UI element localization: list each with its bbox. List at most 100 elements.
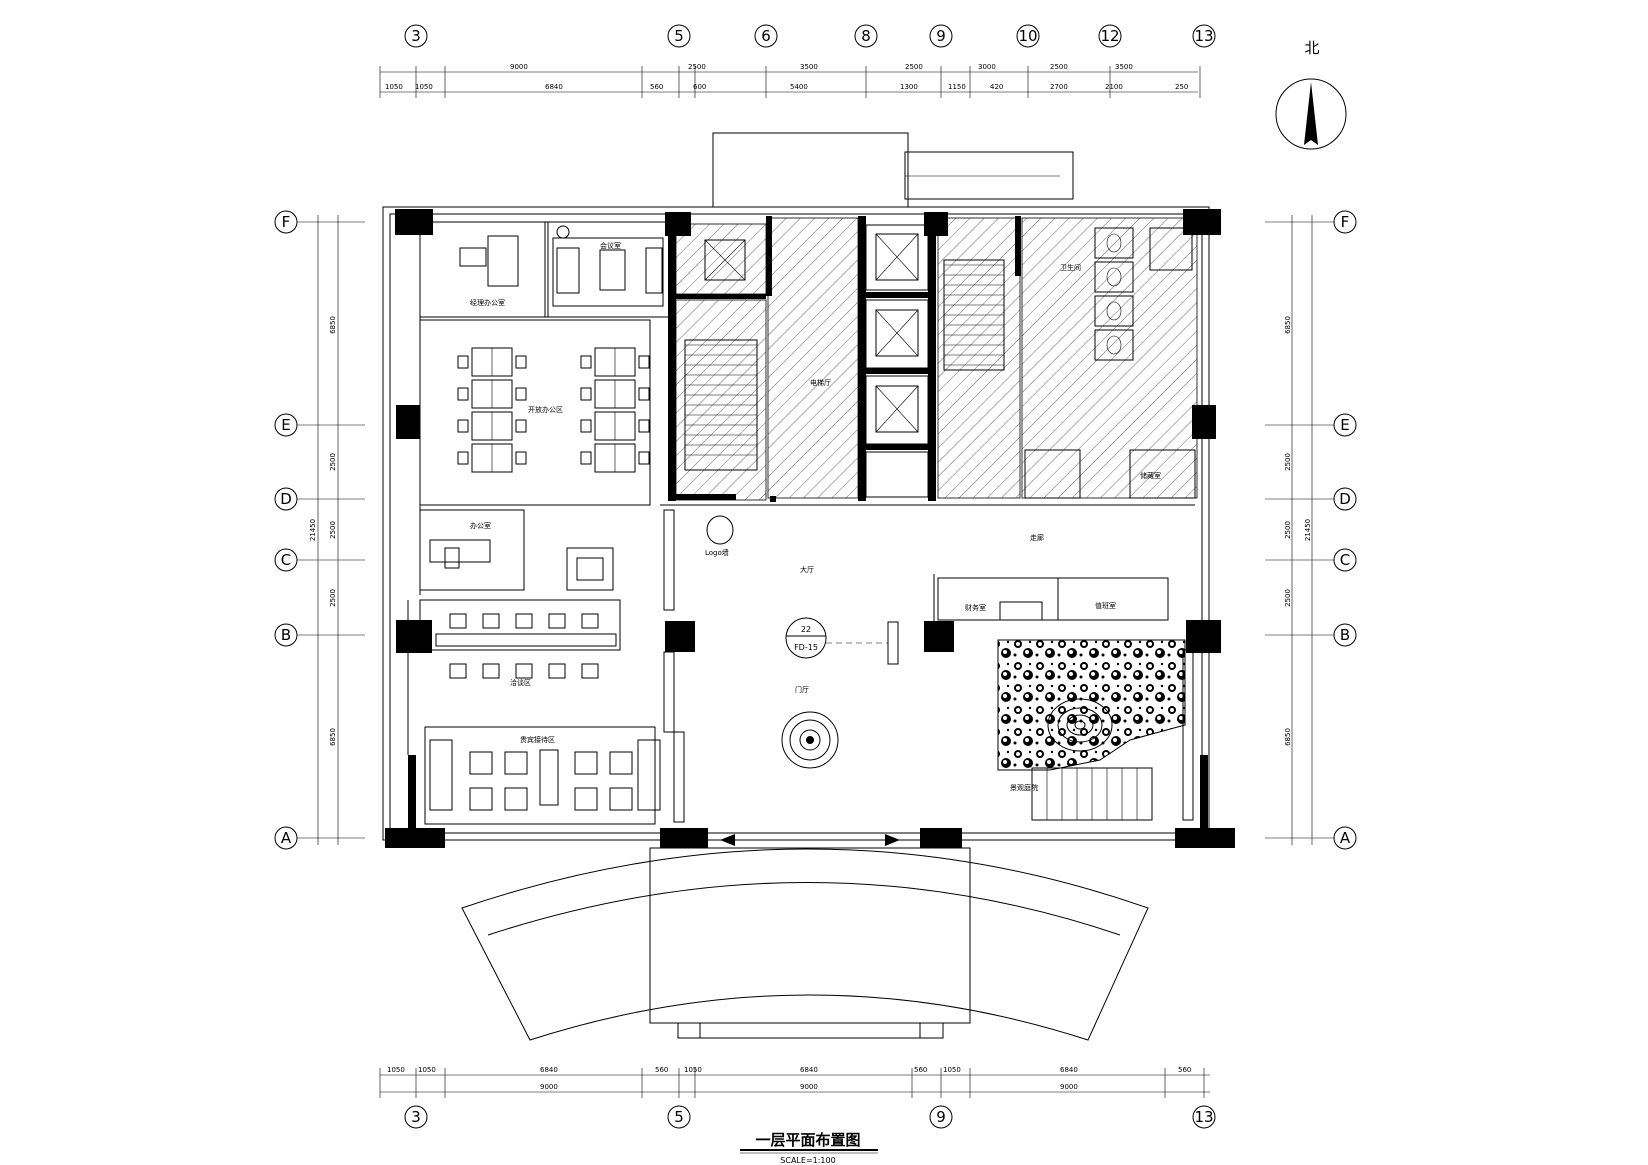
svg-text:9000: 9000 — [800, 1083, 818, 1091]
axis-marker-B: B B — [274, 623, 1357, 647]
svg-text:560: 560 — [655, 1066, 668, 1074]
svg-text:F: F — [1341, 213, 1350, 231]
svg-text:1050: 1050 — [684, 1066, 702, 1074]
svg-text:6840: 6840 — [1060, 1066, 1078, 1074]
svg-text:9000: 9000 — [540, 1083, 558, 1091]
axis-marker-8-top: 8 — [854, 24, 878, 48]
section-marker-fd15: 22 FD-15 — [785, 617, 899, 665]
room-label-hall: 大厅 — [800, 565, 814, 574]
dim-top-4: 2500 — [905, 63, 923, 71]
axis-marker-13-bottom: 13 — [1192, 1105, 1216, 1129]
svg-text:D: D — [280, 490, 292, 508]
reception-chairs — [449, 613, 599, 679]
side-dimensions: 21450 21450 6850 2500 2500 2500 6850 685… — [309, 215, 1313, 845]
lounge-chairs — [469, 751, 633, 811]
svg-text:洽谈区: 洽谈区 — [510, 678, 531, 687]
svg-text:5: 5 — [674, 27, 684, 45]
axis-marker-E: E E — [274, 413, 1357, 437]
svg-text:F: F — [282, 213, 291, 231]
north-arrow-icon: 北 — [1275, 39, 1347, 150]
room-finance — [937, 577, 1059, 621]
dim-top-i9: 420 — [990, 83, 1003, 91]
svg-text:9: 9 — [936, 27, 946, 45]
fountain-icon — [781, 711, 839, 769]
svg-text:B: B — [281, 626, 291, 644]
svg-text:6: 6 — [761, 27, 771, 45]
structural-columns — [385, 209, 1235, 848]
svg-text:1050: 1050 — [387, 1066, 405, 1074]
axis-marker-9-top: 9 — [929, 24, 953, 48]
dim-top-i1: 1050 — [385, 83, 403, 91]
svg-text:走廊: 走廊 — [1030, 533, 1044, 542]
desk-clusters — [457, 347, 650, 473]
svg-text:办公室: 办公室 — [470, 521, 491, 530]
axis-marker-9-bottom: 9 — [929, 1105, 953, 1129]
room-lounge — [424, 726, 656, 825]
svg-text:560: 560 — [1178, 1066, 1191, 1074]
dim-top-i6: 5400 — [790, 83, 808, 91]
svg-text:C: C — [1340, 551, 1350, 569]
svg-text:B: B — [1340, 626, 1350, 644]
axis-marker-5-top: 5 — [667, 24, 691, 48]
dim-top-6: 2500 — [1050, 63, 1068, 71]
svg-text:2500: 2500 — [1284, 453, 1292, 471]
svg-text:景观庭院: 景观庭院 — [1010, 783, 1038, 792]
axis-marker-5-bottom: 5 — [667, 1105, 691, 1129]
dim-top-i12: 250 — [1175, 83, 1188, 91]
svg-text:8: 8 — [861, 27, 871, 45]
top-dimensions: 9000 2500 3500 2500 3000 2500 3500 1050 … — [379, 63, 1201, 98]
axis-marker-3-bottom: 3 — [404, 1105, 428, 1129]
entrance-canopy — [461, 847, 1149, 1041]
svg-text:22: 22 — [801, 625, 811, 634]
wc-area — [1021, 217, 1198, 499]
svg-text:卫生间: 卫生间 — [1060, 263, 1081, 272]
dim-top-i3: 6840 — [545, 83, 563, 91]
svg-text:6850: 6850 — [1284, 316, 1292, 334]
room-duty — [1057, 577, 1169, 621]
side-axis-markers: F F E E D D C C B B A A — [274, 210, 1357, 850]
svg-text:2500: 2500 — [1284, 521, 1292, 539]
dim-top-i7: 1300 — [900, 83, 918, 91]
svg-text:6840: 6840 — [800, 1066, 818, 1074]
elevator-hall — [767, 217, 859, 499]
axis-marker-D: D D — [274, 487, 1357, 511]
central-core: 电梯厅 卫生间 储藏室 — [668, 216, 1198, 502]
axis-marker-10-top: 10 — [1016, 24, 1040, 48]
axis-marker-A: A A — [274, 826, 1357, 850]
svg-text:电梯厅: 电梯厅 — [810, 378, 831, 387]
svg-text:会议室: 会议室 — [600, 241, 621, 250]
svg-text:2500: 2500 — [329, 589, 337, 607]
svg-text:FD-15: FD-15 — [794, 643, 818, 652]
svg-text:C: C — [281, 551, 291, 569]
svg-text:储藏室: 储藏室 — [1140, 471, 1161, 480]
bottom-axis-markers: 3 5 9 13 — [404, 1105, 1216, 1129]
dim-top-2: 2500 — [688, 63, 706, 71]
svg-text:2500: 2500 — [329, 453, 337, 471]
service-shaft-1 — [675, 223, 767, 295]
svg-text:9: 9 — [936, 1108, 946, 1126]
svg-text:财务室: 财务室 — [965, 603, 986, 612]
svg-text:12: 12 — [1100, 27, 1119, 45]
svg-text:A: A — [1340, 829, 1351, 847]
north-label: 北 — [1304, 39, 1319, 57]
svg-text:6840: 6840 — [540, 1066, 558, 1074]
dim-top-7: 3500 — [1115, 63, 1133, 71]
drawing-title-block: 一层平面布置图 SCALE=1:100 — [740, 1131, 878, 1165]
dim-top-i2: 1050 — [415, 83, 433, 91]
svg-text:3: 3 — [411, 27, 421, 45]
svg-text:A: A — [281, 829, 292, 847]
svg-text:值班室: 值班室 — [1095, 601, 1116, 610]
svg-text:Logo墙: Logo墙 — [705, 548, 729, 557]
room-label-manager: 经理办公室 — [470, 298, 505, 307]
main-hall: 大厅 走廊 门厅 Logo墙 22 FD-15 财务室 值班室 — [445, 504, 1195, 846]
room-label-open-office: 开放办公区 — [528, 405, 563, 414]
axis-marker-C: C C — [274, 548, 1357, 572]
stair-right — [937, 217, 1021, 499]
dim-top-1: 9000 — [510, 63, 528, 71]
dim-top-i10: 2700 — [1050, 83, 1068, 91]
dim-top-5: 3000 — [978, 63, 996, 71]
svg-text:560: 560 — [914, 1066, 927, 1074]
right-total-dim: 21450 — [1304, 519, 1312, 541]
axis-marker-12-top: 12 — [1098, 24, 1122, 48]
